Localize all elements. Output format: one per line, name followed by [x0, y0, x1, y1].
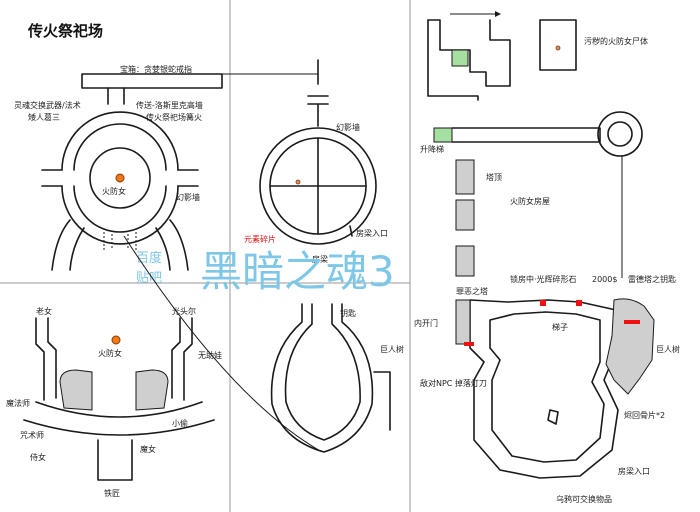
- watermark-baidu: 百度: [136, 250, 162, 266]
- bonfire-icon[interactable]: [115, 173, 125, 183]
- watermark-title: 黑暗之魂3: [200, 247, 395, 296]
- label-magic-woman: 魔女: [140, 444, 156, 454]
- label-bridge: 梯子: [552, 322, 568, 332]
- label-fire-keeper: 火防女: [102, 186, 126, 196]
- label-fog-key: 烬回骨片*2: [624, 410, 665, 420]
- label-right-npc2: 无助娃: [198, 350, 222, 360]
- label-ring-npc: 灵魂交换武器/法术: [14, 100, 81, 110]
- label-ring-room: 罪恶之塔: [456, 286, 488, 296]
- shrine-upper-floor: [41, 60, 319, 271]
- label-entry-door: 内开门: [414, 318, 438, 328]
- label-price: 2000$: [592, 275, 617, 284]
- label-right-top: 污秽的火防女尸体: [584, 36, 648, 46]
- label-beam: 房梁: [312, 254, 328, 264]
- label-crow: 乌鸦可交换物品: [556, 494, 612, 504]
- label-dynamic-wall: 幻影墙: [176, 192, 200, 202]
- label-tower-top: 钥匙: [340, 308, 356, 318]
- label-tower-end: 雷德塔之钥匙: [628, 274, 676, 284]
- label-roof-entry: 房梁入口: [618, 466, 650, 476]
- label-fire-room: 火防女房屋: [510, 196, 550, 206]
- label-left-npc3: 侍女: [30, 452, 46, 462]
- label-ring-npc2: 矮人葛三: [28, 112, 60, 122]
- label-teleport2: 传火祭祀场篝火: [146, 112, 202, 122]
- label-right-npc3: 小偷: [172, 418, 188, 428]
- label-cross-room: 锁房中·光辉碎形石: [510, 274, 577, 284]
- label-old-woman: 老女: [36, 306, 52, 316]
- shrine-lower-floor: [23, 317, 215, 481]
- label-right-npc: 光头尔: [172, 306, 196, 316]
- label-bottom-npc: 铁匠: [104, 488, 120, 498]
- label-left-npc2: 咒术师: [20, 430, 44, 440]
- right-lower-structure: [455, 298, 655, 479]
- loop-path: [123, 235, 391, 453]
- label-crypt-entry: 房梁入口: [356, 228, 388, 238]
- label-hidden-wall: 幻影墙: [336, 122, 360, 132]
- label-teleport: 传送-洛斯里克高墙: [136, 100, 203, 110]
- green-room: [451, 49, 469, 67]
- right-upper-structure: [427, 11, 643, 278]
- map-title: 传火祭祀场: [27, 22, 103, 40]
- label-stairs: 塔顶: [486, 172, 502, 182]
- label-merchant: 火防女: [98, 348, 122, 358]
- label-key-item: 元素碎片: [244, 234, 276, 244]
- label-giant: 巨人树: [656, 344, 680, 354]
- panel-frames: [0, 0, 411, 512]
- label-left-npc: 魔法师: [6, 398, 30, 408]
- label-giant-mid: 巨人树: [380, 344, 404, 354]
- bonfire-lower-icon[interactable]: [111, 335, 121, 345]
- hidden-round-room: [259, 59, 377, 245]
- label-right-stairs: 升降梯: [420, 144, 444, 154]
- label-npc-fall: 敌对NPC 掉落灯刀: [420, 378, 487, 388]
- label-chest: 宝箱：贪婪银蛇戒指: [120, 64, 192, 74]
